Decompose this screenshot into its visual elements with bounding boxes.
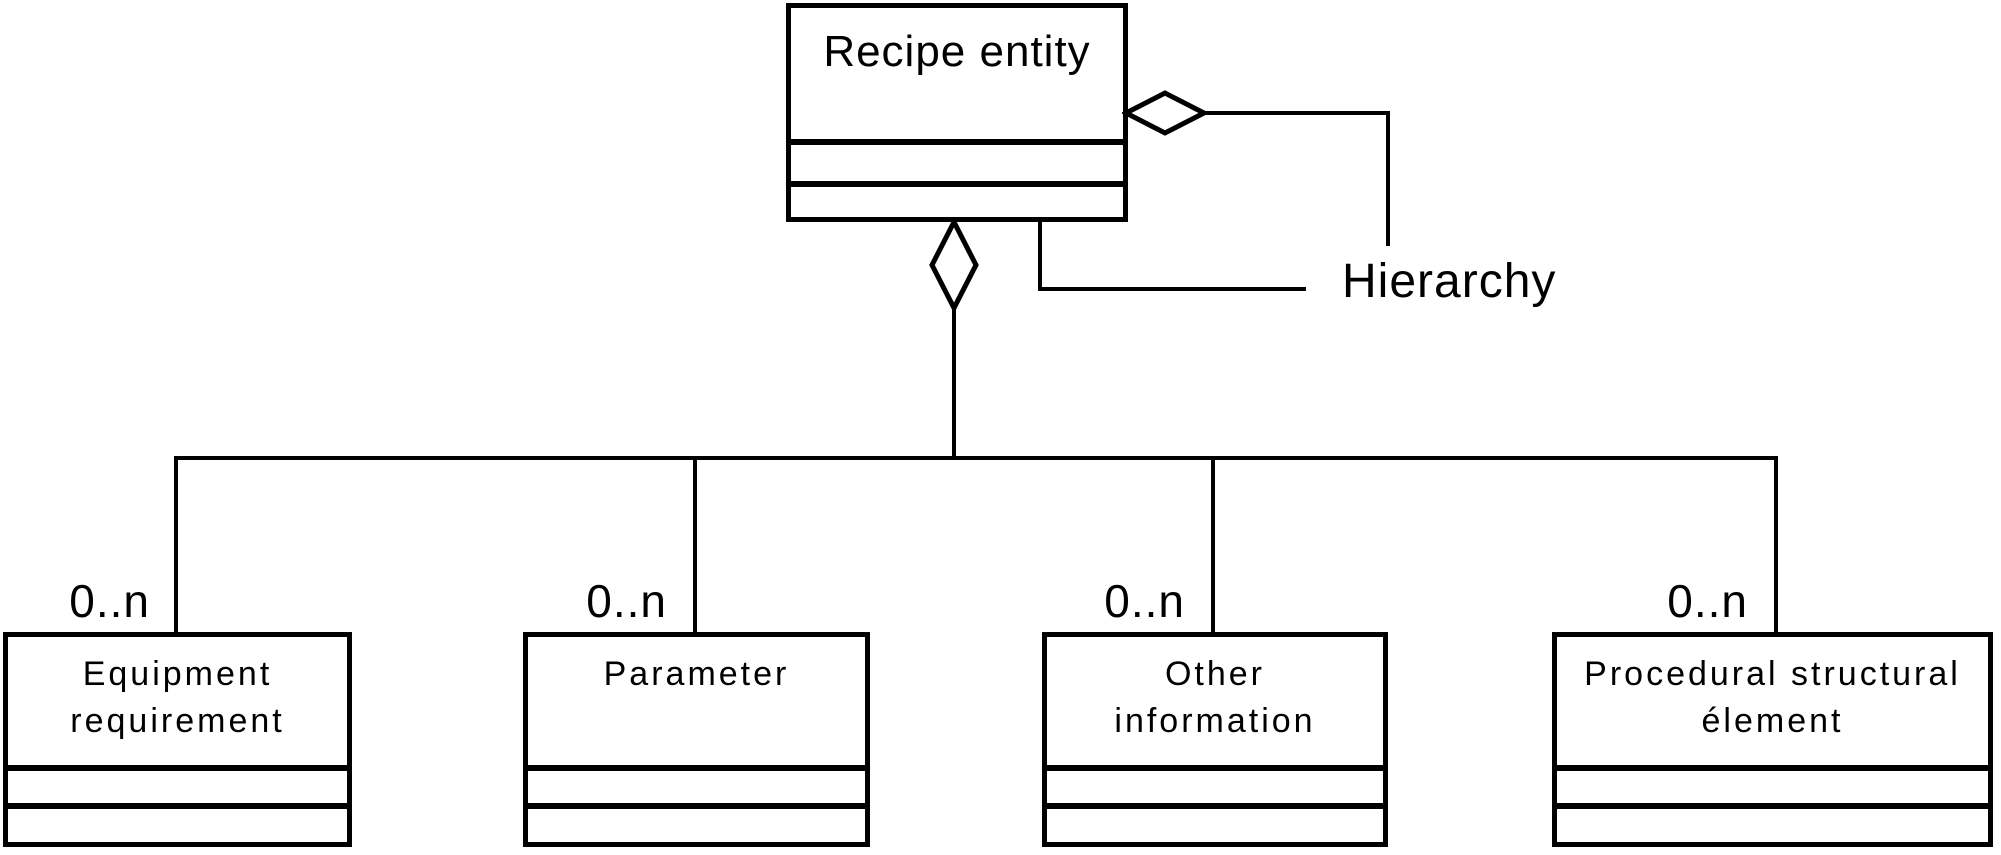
class-name-parameter: Parameter xyxy=(528,637,865,765)
child-drop-line-other-information xyxy=(1211,458,1215,634)
compartment-divider xyxy=(1557,803,1988,809)
operations-compartment xyxy=(8,809,347,842)
hierarchy-association-label: Hierarchy xyxy=(1342,255,1557,308)
class-name-procedural-structural-element: Procedural structural élement xyxy=(1557,637,1988,765)
child-drop-line-equipment-requirement xyxy=(174,458,178,634)
class-name-line: requirement xyxy=(70,702,285,740)
compartment-divider xyxy=(8,803,347,809)
compartment-divider xyxy=(1047,765,1383,771)
class-box-recipe-entity: Recipe entity xyxy=(786,3,1128,222)
compartment-divider xyxy=(791,181,1123,187)
children-distribution-line xyxy=(174,456,1778,460)
children-connector-stem xyxy=(952,308,956,459)
compartment-divider xyxy=(1047,803,1383,809)
class-name-line: information xyxy=(1114,702,1316,740)
class-box-equipment-requirement: Equipment requirement xyxy=(3,632,352,847)
class-name-line: Equipment xyxy=(82,655,273,693)
compartment-divider xyxy=(791,139,1123,145)
attributes-compartment xyxy=(8,771,347,803)
compartment-divider xyxy=(528,803,865,809)
aggregation-diamond-children xyxy=(929,218,979,312)
compartment-divider xyxy=(528,765,865,771)
hierarchy-connector-right-vertical xyxy=(1386,113,1390,246)
class-name-line: Procedural structural xyxy=(1584,655,1961,693)
class-name-recipe-entity: Recipe entity xyxy=(823,27,1091,76)
class-name-other-information: Other information xyxy=(1047,637,1383,765)
class-name-equipment-requirement: Equipment requirement xyxy=(8,637,347,765)
multiplicity-label-parameter: 0..n xyxy=(586,575,667,627)
operations-compartment xyxy=(528,809,865,842)
multiplicity-label-procedural-structural-element: 0..n xyxy=(1667,575,1748,627)
class-box-parameter: Parameter xyxy=(523,632,870,847)
hierarchy-connector-bottom-horizontal xyxy=(1038,287,1306,291)
class-box-other-information: Other information xyxy=(1042,632,1388,847)
operations-compartment xyxy=(791,187,1123,217)
operations-compartment xyxy=(1557,809,1988,842)
multiplicity-label-equipment-requirement: 0..n xyxy=(69,575,150,627)
operations-compartment xyxy=(1047,809,1383,842)
child-drop-line-procedural-structural-element xyxy=(1774,458,1778,634)
class-name-line: Other xyxy=(1164,655,1266,693)
attributes-compartment xyxy=(528,771,865,803)
child-drop-line-parameter xyxy=(693,458,697,634)
class-box-procedural-structural-element: Procedural structural élement xyxy=(1552,632,1993,847)
class-name-line: élement xyxy=(1701,702,1844,740)
attributes-compartment xyxy=(1557,771,1988,803)
hierarchy-connector-top-horizontal xyxy=(1200,111,1390,115)
aggregation-diamond-hierarchy xyxy=(1122,90,1208,136)
multiplicity-label-other-information: 0..n xyxy=(1104,575,1185,627)
attributes-compartment xyxy=(791,145,1123,181)
compartment-divider xyxy=(1557,765,1988,771)
attributes-compartment xyxy=(1047,771,1383,803)
compartment-divider xyxy=(8,765,347,771)
class-name-line: Parameter xyxy=(603,655,790,693)
hierarchy-connector-bottom-vertical xyxy=(1038,221,1042,291)
